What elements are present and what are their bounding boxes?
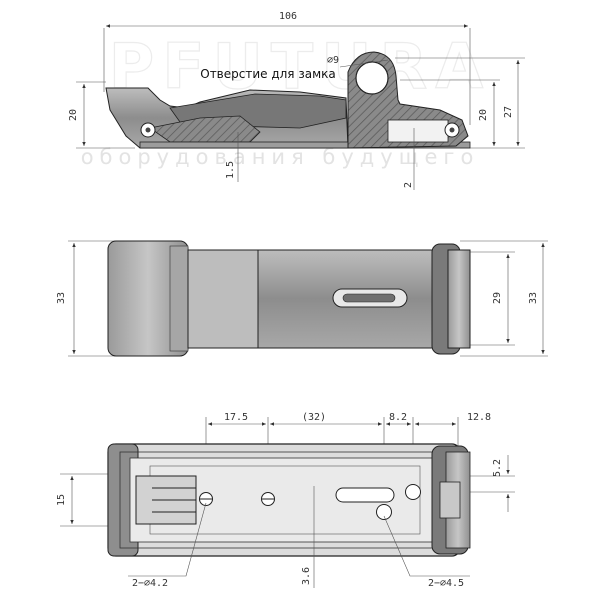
left-height-value: 20 [68, 109, 79, 121]
dim-8-2-value: 8.2 [389, 412, 407, 423]
base-plate [139, 141, 471, 149]
overall-length-value: 106 [279, 11, 297, 22]
dim-32-value: (32) [302, 412, 326, 423]
watermark-tagline: оборудования будущего [81, 145, 480, 169]
dim-15-value: 15 [56, 494, 67, 506]
dim-3-6-value: 3.6 [301, 567, 312, 585]
top-view: 33 29 33 [56, 240, 548, 357]
top-slot-width-value: 29 [492, 292, 503, 304]
watermark-brand: PFUTURA [109, 30, 492, 103]
gap-value: 2 [403, 182, 414, 188]
lock-hole-icon [355, 61, 389, 95]
right-holes-callout: 2−∅4.5 [428, 578, 464, 589]
right-hole-1-icon [405, 484, 421, 500]
bottom-view: 17.5 (32) 8.2 12.8 15 5.2 [56, 412, 515, 589]
right-outer-height-value: 27 [503, 106, 514, 118]
right-hole-2-icon [376, 504, 392, 520]
dim-17-5-value: 17.5 [224, 412, 248, 423]
hole-diameter-value: ∅9 [327, 55, 339, 66]
left-holes-callout: 2−∅4.2 [132, 578, 168, 589]
right-inner-height-value: 20 [478, 109, 489, 121]
lock-hole-label: Отверстие для замка [200, 67, 335, 81]
top-right-width-value: 33 [528, 292, 539, 304]
dim-12-8-value: 12.8 [467, 412, 491, 423]
watermark: PFUTURA оборудования будущего [81, 29, 492, 169]
dim-5-2-value: 5.2 [492, 459, 503, 477]
bottom-slot [335, 487, 395, 503]
top-left-width-value: 33 [56, 292, 67, 304]
side-view: 106 20 20 27 ∅9 Отверстие для замка [68, 11, 525, 190]
plate-thickness-value: 1.5 [225, 161, 236, 179]
